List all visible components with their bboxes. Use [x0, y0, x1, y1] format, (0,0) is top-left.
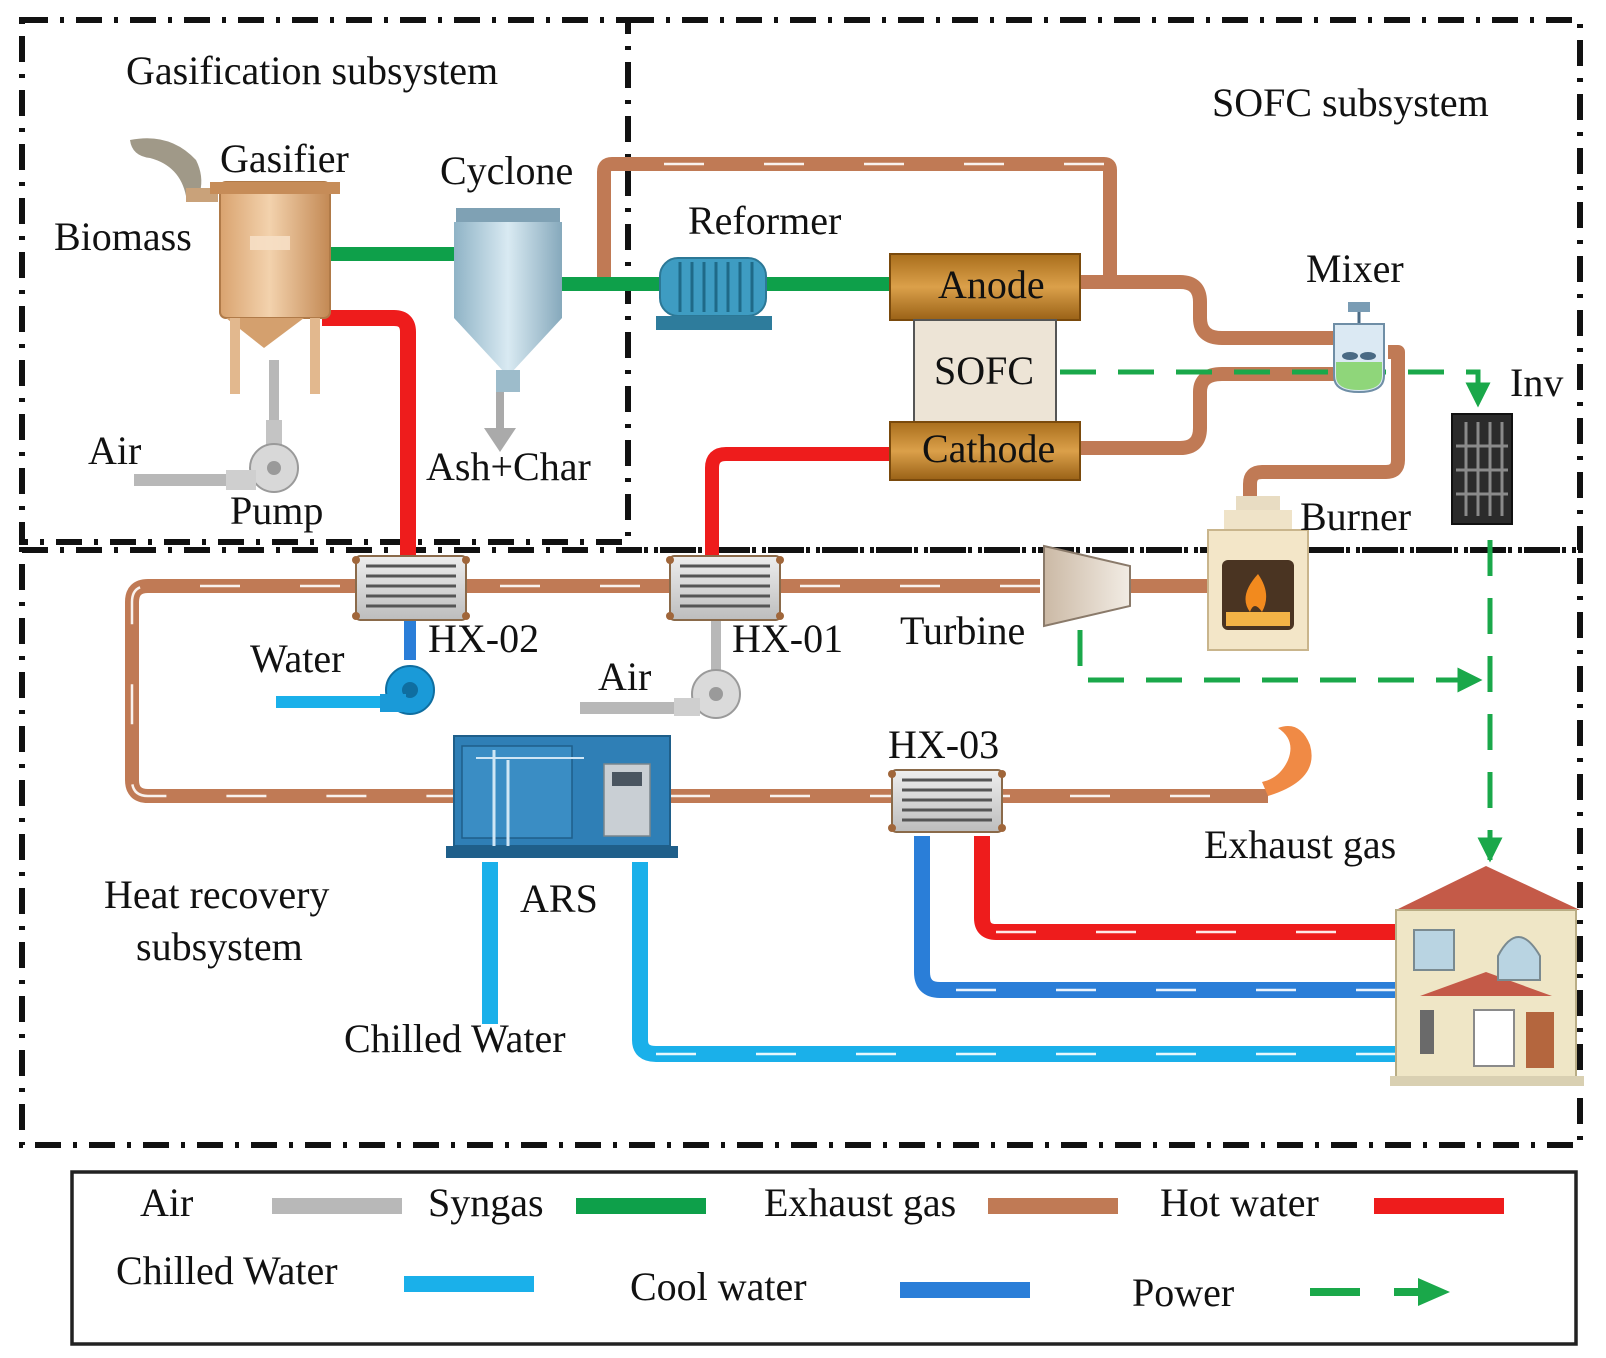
ash-char-label: Ash+Char [426, 444, 591, 489]
heat-recovery-label-line1: Heat recovery [104, 872, 329, 917]
sofc-core-block[interactable] [913, 319, 1057, 423]
legend-swatch-air [272, 1198, 402, 1214]
legend-swatch-power-arrow [1418, 1278, 1450, 1306]
water-label: Water [250, 636, 345, 681]
anode-label: Anode [938, 262, 1045, 307]
chilled-water-return-pipe [632, 862, 1396, 1062]
turbine[interactable] [1043, 544, 1131, 628]
legend-swatch-chilled-water [404, 1276, 534, 1292]
inverter[interactable] [1451, 413, 1513, 525]
ars-label: ARS [520, 876, 598, 921]
ars[interactable] [446, 735, 678, 858]
labels: Gasification subsystem SOFC subsystem He… [54, 48, 1563, 1061]
turbine-label: Turbine [900, 608, 1025, 653]
sofc-label: SOFC [934, 348, 1034, 393]
mixer[interactable] [1333, 302, 1385, 394]
cyclone[interactable] [454, 208, 562, 392]
hx03-label: HX-03 [888, 722, 999, 767]
air-gasifier-label: Air [88, 428, 141, 473]
reformer[interactable] [656, 257, 772, 330]
sofc-stack[interactable] [889, 253, 1081, 481]
biomass-hopper-icon [130, 138, 202, 196]
cool-water-return-pipe [914, 836, 1396, 998]
legend-swatch-exhaust [988, 1198, 1118, 1214]
mixer-to-burner-pipe [1243, 345, 1405, 500]
legend-label-air: Air [140, 1180, 193, 1225]
mixer-label: Mixer [1306, 246, 1404, 291]
hx02[interactable] [352, 555, 470, 621]
legend-label-syngas: Syngas [428, 1180, 544, 1225]
cathode-block[interactable] [889, 421, 1081, 481]
cool-water-pipes [404, 620, 1396, 998]
hx02-to-gasifier-pipe [322, 310, 416, 556]
anode-to-mixer-pipe [1080, 275, 1350, 345]
pump[interactable] [226, 420, 299, 493]
pump-label: Pump [230, 488, 323, 533]
legend: Air Syngas Exhaust gas Hot water Chilled… [70, 1170, 1578, 1346]
hx01-to-cathode-pipe [705, 447, 890, 556]
legend-swatch-syngas [576, 1198, 706, 1214]
burner-label: Burner [1300, 494, 1411, 539]
gasifier-label: Gasifier [220, 136, 349, 181]
hx01-label: HX-01 [732, 616, 843, 661]
building-icon [1390, 866, 1584, 1086]
exhaust-gas-label: Exhaust gas [1204, 822, 1396, 867]
power-lines [1060, 369, 1503, 863]
hx03[interactable] [888, 769, 1006, 833]
flow-hints [130, 162, 1396, 1056]
hx01[interactable] [666, 555, 784, 621]
ash-discharge-arrow [484, 428, 516, 452]
burner[interactable] [1207, 496, 1309, 651]
hx03-hot-water-pipe [974, 836, 1396, 940]
gasifier[interactable] [130, 138, 340, 394]
legend-swatch-hot-water [1374, 1198, 1504, 1214]
hot-water-pipes [322, 310, 1396, 940]
air-hx01-label: Air [598, 654, 651, 699]
legend-label-hot-water: Hot water [1160, 1180, 1319, 1225]
biomass-label: Biomass [54, 214, 192, 259]
cathode-label: Cathode [922, 426, 1055, 471]
legend-label-cool-water: Cool water [630, 1264, 807, 1309]
exhaust-outlet-icon [1262, 726, 1312, 796]
legend-label-power: Power [1132, 1270, 1234, 1315]
sofc-power-line [1060, 369, 1491, 408]
legend-frame [70, 1170, 1578, 1346]
legend-label-chilled-water: Chilled Water [116, 1248, 338, 1293]
heat-recovery-label-line2: subsystem [136, 924, 303, 969]
gasification-subsystem-label: Gasification subsystem [126, 48, 498, 93]
chilled-water-label: Chilled Water [344, 1016, 566, 1061]
hx02-label: HX-02 [428, 616, 539, 661]
anode-block[interactable] [889, 253, 1081, 321]
inverter-label: Inv [1510, 360, 1563, 405]
sofc-subsystem-label: SOFC subsystem [1212, 80, 1489, 125]
air-blower[interactable] [674, 669, 741, 719]
water-pump[interactable] [380, 665, 435, 715]
reformer-label: Reformer [688, 198, 841, 243]
syngas-pipes [322, 247, 890, 291]
cyclone-label: Cyclone [440, 148, 573, 193]
cathode-to-mixer-pipe [1080, 367, 1350, 455]
legend-swatch-cool-water [900, 1282, 1030, 1298]
flame-icon [1245, 574, 1267, 612]
anode-recycle-pipe [597, 157, 1117, 282]
chilled-water-pipes [276, 696, 1396, 1062]
turbine-power-line [1077, 630, 1483, 693]
legend-label-exhaust: Exhaust gas [764, 1180, 956, 1225]
